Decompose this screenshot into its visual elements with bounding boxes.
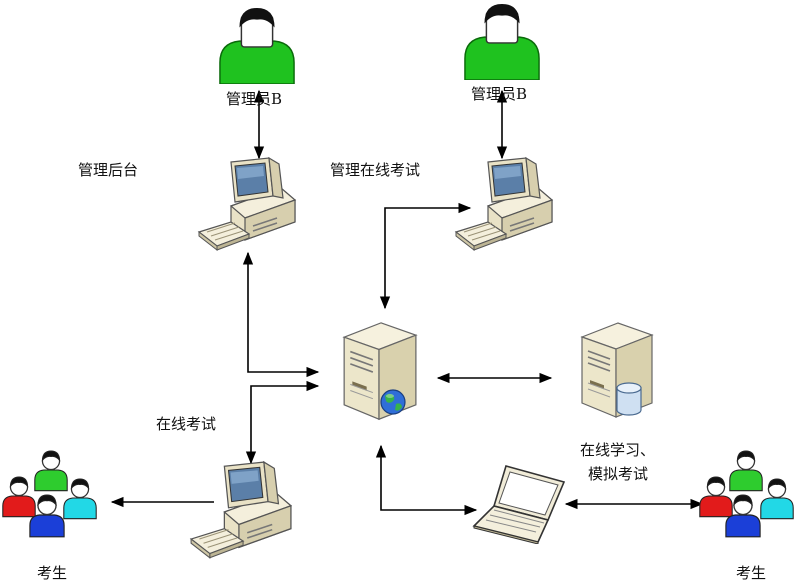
desktop-computer-icon <box>198 157 296 251</box>
connector-lines <box>110 89 704 516</box>
students-right-label: 考生 <box>736 564 766 582</box>
student-group-icon <box>699 450 794 538</box>
online-exam-label: 在线考试 <box>156 415 216 433</box>
study-label-line1: 在线学习、 <box>580 441 655 459</box>
database-cylinder-icon <box>616 382 642 416</box>
laptop-icon <box>473 465 565 544</box>
desktop-computer-icon <box>455 157 553 251</box>
admin-right-label: 管理员B <box>471 85 527 103</box>
students-left-label: 考生 <box>37 564 67 582</box>
desktop-computer-icon <box>190 461 292 559</box>
admin-person-icon <box>219 7 295 84</box>
study-label-line2: 模拟考试 <box>588 465 648 483</box>
link-backend-pc-to-server <box>242 251 320 378</box>
student-group-icon <box>2 450 97 538</box>
manage-exam-label: 管理在线考试 <box>330 161 420 179</box>
backend-label: 管理后台 <box>78 161 138 179</box>
admin-person-icon <box>464 3 540 80</box>
database-server-icon <box>581 322 653 418</box>
link-exam-pc-to-server <box>245 380 320 465</box>
link-server-to-laptop <box>375 444 478 516</box>
globe-icon <box>380 389 406 415</box>
web-server-icon <box>343 322 417 421</box>
link-manage-pc-to-server <box>379 202 472 310</box>
admin-left-label: 管理员B <box>226 90 282 108</box>
